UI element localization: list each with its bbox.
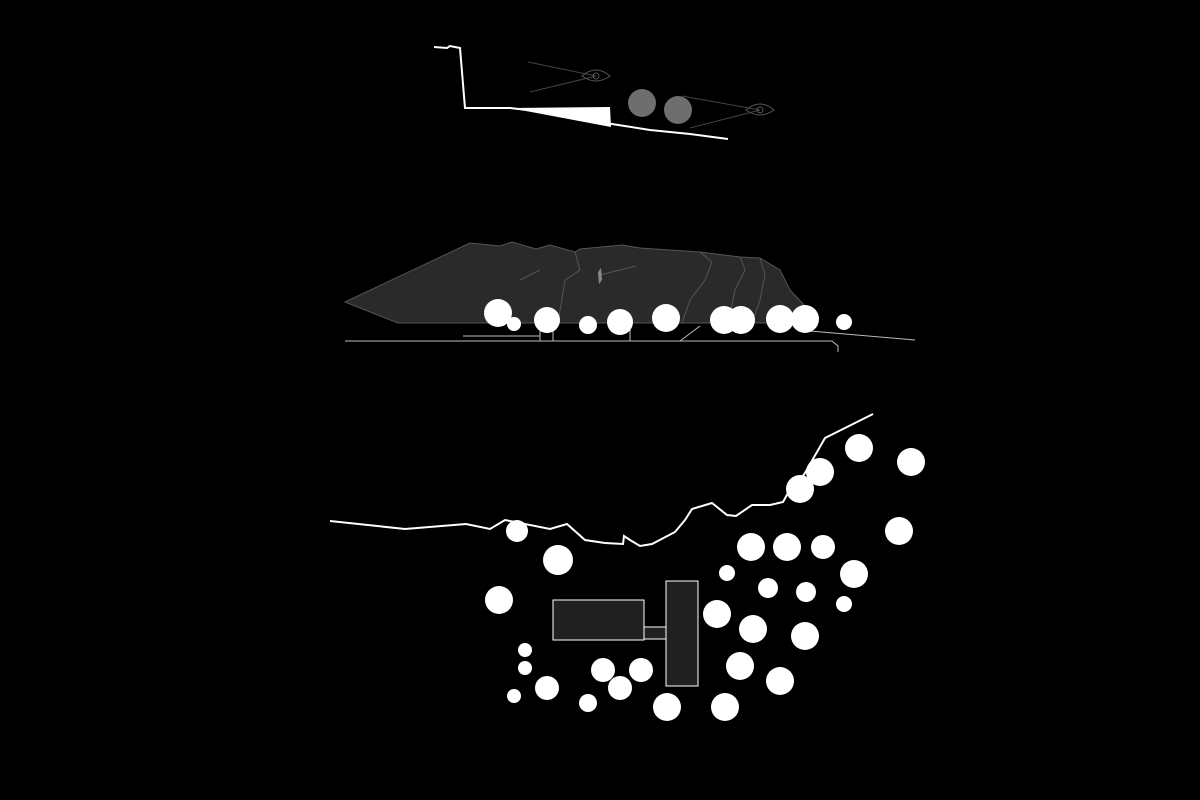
plan-buildings: [552, 580, 699, 687]
tree-circle-icon: [507, 317, 521, 331]
building-link: [643, 626, 667, 640]
tree-circle-icon: [766, 667, 794, 695]
tree-circle-icon: [629, 658, 653, 682]
tree-circle-icon: [719, 565, 735, 581]
tree-circle-icon: [608, 676, 632, 700]
plan-trees: [485, 434, 925, 721]
site-section: [433, 44, 775, 140]
tree-circle-icon: [766, 305, 794, 333]
tree-circle-icon: [811, 535, 835, 559]
tree-circle-icon: [579, 694, 597, 712]
tree-circle-icon: [579, 316, 597, 334]
tree-circle-icon: [836, 314, 852, 330]
shadow-tree: [664, 96, 692, 124]
site-plan: [329, 413, 925, 721]
tree-circle-icon: [518, 661, 532, 675]
tree-circle-icon: [836, 596, 852, 612]
tree-circle-icon: [791, 305, 819, 333]
tree-circle-icon: [885, 517, 913, 545]
tree-circle-icon: [703, 600, 731, 628]
tree-circle-icon: [653, 693, 681, 721]
tree-circle-icon: [591, 658, 615, 682]
mountain-ridges: [519, 251, 766, 324]
tree-circle-icon: [897, 448, 925, 476]
tree-circle-icon: [506, 520, 528, 542]
tree-circle-icon: [806, 458, 834, 486]
tree-circle-icon: [727, 306, 755, 334]
site-boundary: [329, 413, 874, 548]
shadow-tree: [628, 89, 656, 117]
sun-ray: [529, 75, 597, 93]
tree-circle-icon: [485, 586, 513, 614]
tree-circle-icon: [535, 676, 559, 700]
tree-circle-icon: [840, 560, 868, 588]
sun-ray: [681, 95, 761, 111]
tree-circle-icon: [652, 304, 680, 332]
building-section: [510, 107, 611, 127]
tree-circle-icon: [507, 689, 521, 703]
tree-circle-icon: [534, 307, 560, 333]
building-main: [552, 599, 645, 641]
tree-circle-icon: [518, 643, 532, 657]
tree-circle-icon: [543, 545, 573, 575]
tree-circle-icon: [791, 622, 819, 650]
elevation-trees: [484, 299, 852, 335]
site-elevation: [343, 241, 916, 352]
ground-lines: [345, 325, 916, 352]
tree-circle-icon: [758, 578, 778, 598]
sun-ray: [689, 109, 761, 129]
tree-circle-icon: [773, 533, 801, 561]
tree-circle-icon: [845, 434, 873, 462]
sun-eye-icon: [581, 69, 611, 82]
tree-circle-icon: [796, 582, 816, 602]
tree-circle-icon: [726, 652, 754, 680]
tree-circle-icon: [607, 309, 633, 335]
tree-circle-icon: [737, 533, 765, 561]
tree-circle-icon: [739, 615, 767, 643]
tree-circle-icon: [484, 299, 512, 327]
tree-circle-icon: [711, 693, 739, 721]
building-wing: [665, 580, 699, 687]
sun-eye-icon: [745, 103, 775, 116]
tree-circle-icon: [786, 475, 814, 503]
figure-marker: [598, 268, 602, 284]
